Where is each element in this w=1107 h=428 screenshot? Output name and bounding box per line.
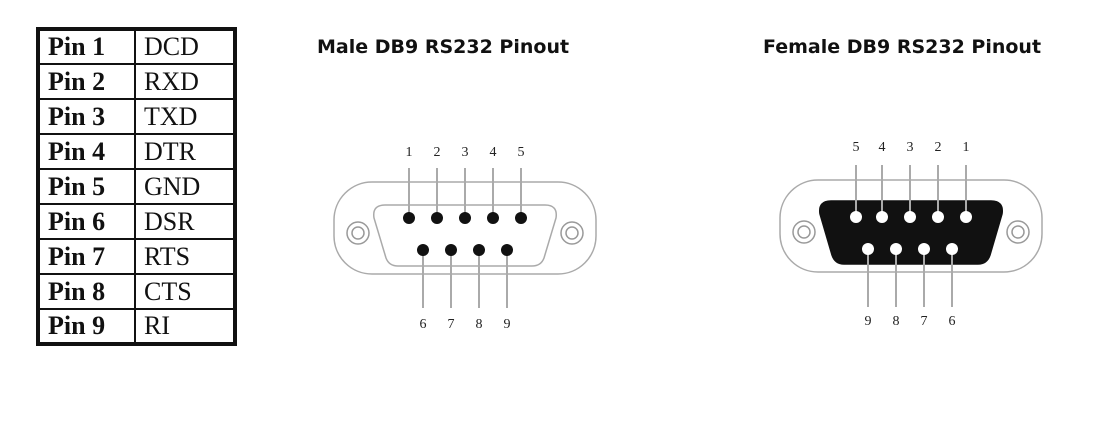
pin-signal: TXD [134, 98, 236, 135]
pin-dot [876, 211, 888, 223]
female-connector-diagram: 5 4 3 2 1 9 8 7 6 [779, 140, 1043, 329]
pin-dot [473, 244, 485, 256]
pin-number: Pin 4 [37, 133, 136, 170]
pin-number-label: 6 [949, 314, 956, 329]
pin-number-label: 9 [865, 314, 872, 329]
pin-number-label: 3 [462, 145, 469, 160]
pin-signal: RXD [134, 63, 236, 100]
table-row: Pin 6 DSR [37, 203, 236, 240]
pin-number-label: 3 [907, 140, 914, 155]
pin-dot [501, 244, 513, 256]
table-row: Pin 2 RXD [37, 63, 236, 100]
pin-number: Pin 8 [37, 273, 136, 310]
pin-dot [459, 212, 471, 224]
pin-number-label: 8 [476, 317, 483, 332]
pin-number: Pin 5 [37, 168, 136, 205]
pin-dot [862, 243, 874, 255]
pin-dot [960, 211, 972, 223]
pin-number: Pin 9 [37, 308, 136, 345]
pin-dot [431, 212, 443, 224]
pin-number-label: 5 [518, 145, 525, 160]
pin-dot [417, 244, 429, 256]
pin-number-label: 4 [879, 140, 886, 155]
table-row: Pin 3 TXD [37, 98, 236, 135]
pin-dot [487, 212, 499, 224]
pin-dot [918, 243, 930, 255]
pin-number-label: 1 [963, 140, 970, 155]
pinout-table: Pin 1 DCD Pin 2 RXD Pin 3 TXD Pin 4 DTR … [36, 27, 237, 346]
pin-number-label: 2 [434, 145, 441, 160]
mounting-hole-inner [351, 226, 365, 240]
male-connector-diagram: 1 2 3 4 5 6 7 8 9 [333, 145, 597, 332]
mounting-hole-inner [1011, 225, 1025, 239]
pin-dot [904, 211, 916, 223]
pin-number: Pin 3 [37, 98, 136, 135]
female-pinout-title: Female DB9 RS232 Pinout [763, 36, 1042, 58]
pin-number-label: 4 [490, 145, 497, 160]
pin-number: Pin 7 [37, 238, 136, 275]
pin-signal: DTR [134, 133, 236, 170]
pin-number-label: 7 [448, 317, 455, 332]
mounting-hole-inner [797, 225, 811, 239]
pin-signal: DSR [134, 203, 236, 240]
pin-dot [850, 211, 862, 223]
pin-number-label: 6 [420, 317, 427, 332]
pin-number: Pin 2 [37, 63, 136, 100]
table-row: Pin 9 RI [37, 308, 236, 345]
female-db9-connector: 5 4 3 2 1 9 8 7 6 [776, 125, 1046, 335]
pin-number-label: 1 [406, 145, 413, 160]
pin-dot [515, 212, 527, 224]
pin-number-label: 5 [853, 140, 860, 155]
pin-signal: GND [134, 168, 236, 205]
pin-dot [445, 244, 457, 256]
pin-number-label: 8 [893, 314, 900, 329]
mounting-hole-inner [565, 226, 579, 240]
male-pinout-title: Male DB9 RS232 Pinout [317, 36, 570, 58]
table-row: Pin 8 CTS [37, 273, 236, 310]
pin-number-label: 9 [504, 317, 511, 332]
pin-dot [932, 211, 944, 223]
table-row: Pin 4 DTR [37, 133, 236, 170]
table-row: Pin 1 DCD [37, 28, 236, 65]
table-row: Pin 7 RTS [37, 238, 236, 275]
pin-signal: RI [134, 308, 236, 345]
pin-signal: RTS [134, 238, 236, 275]
pin-dot [946, 243, 958, 255]
pin-number-label: 2 [935, 140, 942, 155]
pin-number: Pin 6 [37, 203, 136, 240]
table-row: Pin 5 GND [37, 168, 236, 205]
male-db9-connector: 1 2 3 4 5 6 7 8 9 [330, 130, 600, 340]
pin-dot [890, 243, 902, 255]
pin-dot [403, 212, 415, 224]
pin-number: Pin 1 [37, 28, 136, 65]
pin-number-label: 7 [921, 314, 928, 329]
pin-signal: DCD [134, 28, 236, 65]
pin-signal: CTS [134, 273, 236, 310]
